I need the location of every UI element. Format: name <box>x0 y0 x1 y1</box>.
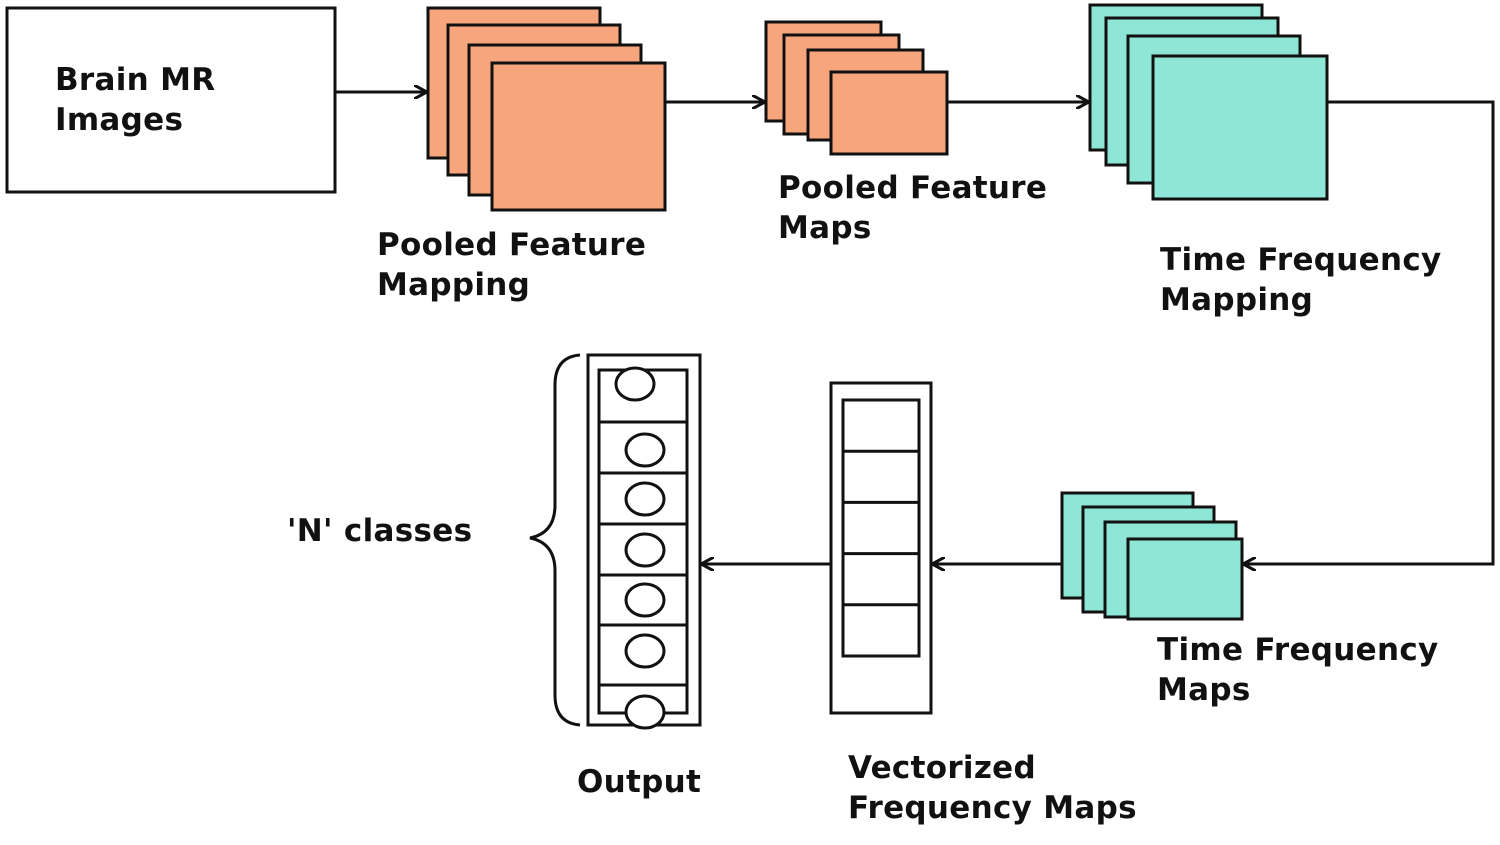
n-classes-brace <box>529 353 581 727</box>
arrow-tf-mapping-to-tf-maps <box>1244 100 1495 564</box>
time-frequency-maps-stack <box>1060 491 1244 621</box>
output-node <box>624 432 666 468</box>
input-label: Brain MR Images <box>55 62 216 138</box>
pooled-feature-maps-label: Pooled Feature Maps <box>778 170 1048 246</box>
time-frequency-mapping-label: Time Frequency Mapping <box>1160 242 1442 318</box>
pooled-feature-mapping-stack <box>426 6 667 212</box>
output-node <box>624 481 666 517</box>
time-frequency-mapping-stack <box>1088 3 1329 201</box>
output-node <box>624 532 666 568</box>
vectorized-frequency-maps <box>829 381 933 715</box>
output-node <box>624 694 666 730</box>
time-frequency-maps-label: Time Frequency Maps <box>1157 632 1439 708</box>
n-classes-label: 'N' classes <box>287 513 473 549</box>
pooled-feature-mapping-label: Pooled Feature Mapping <box>377 227 647 303</box>
output-label: Output <box>577 764 702 800</box>
output-node <box>624 582 666 618</box>
pooled-feature-maps-stack <box>764 20 949 156</box>
output-node <box>614 366 656 402</box>
output-layer <box>586 353 702 730</box>
vectorized-frequency-maps-label: Vectorized Frequency Maps <box>848 750 1137 826</box>
output-node <box>624 633 666 669</box>
input-box <box>5 6 337 194</box>
